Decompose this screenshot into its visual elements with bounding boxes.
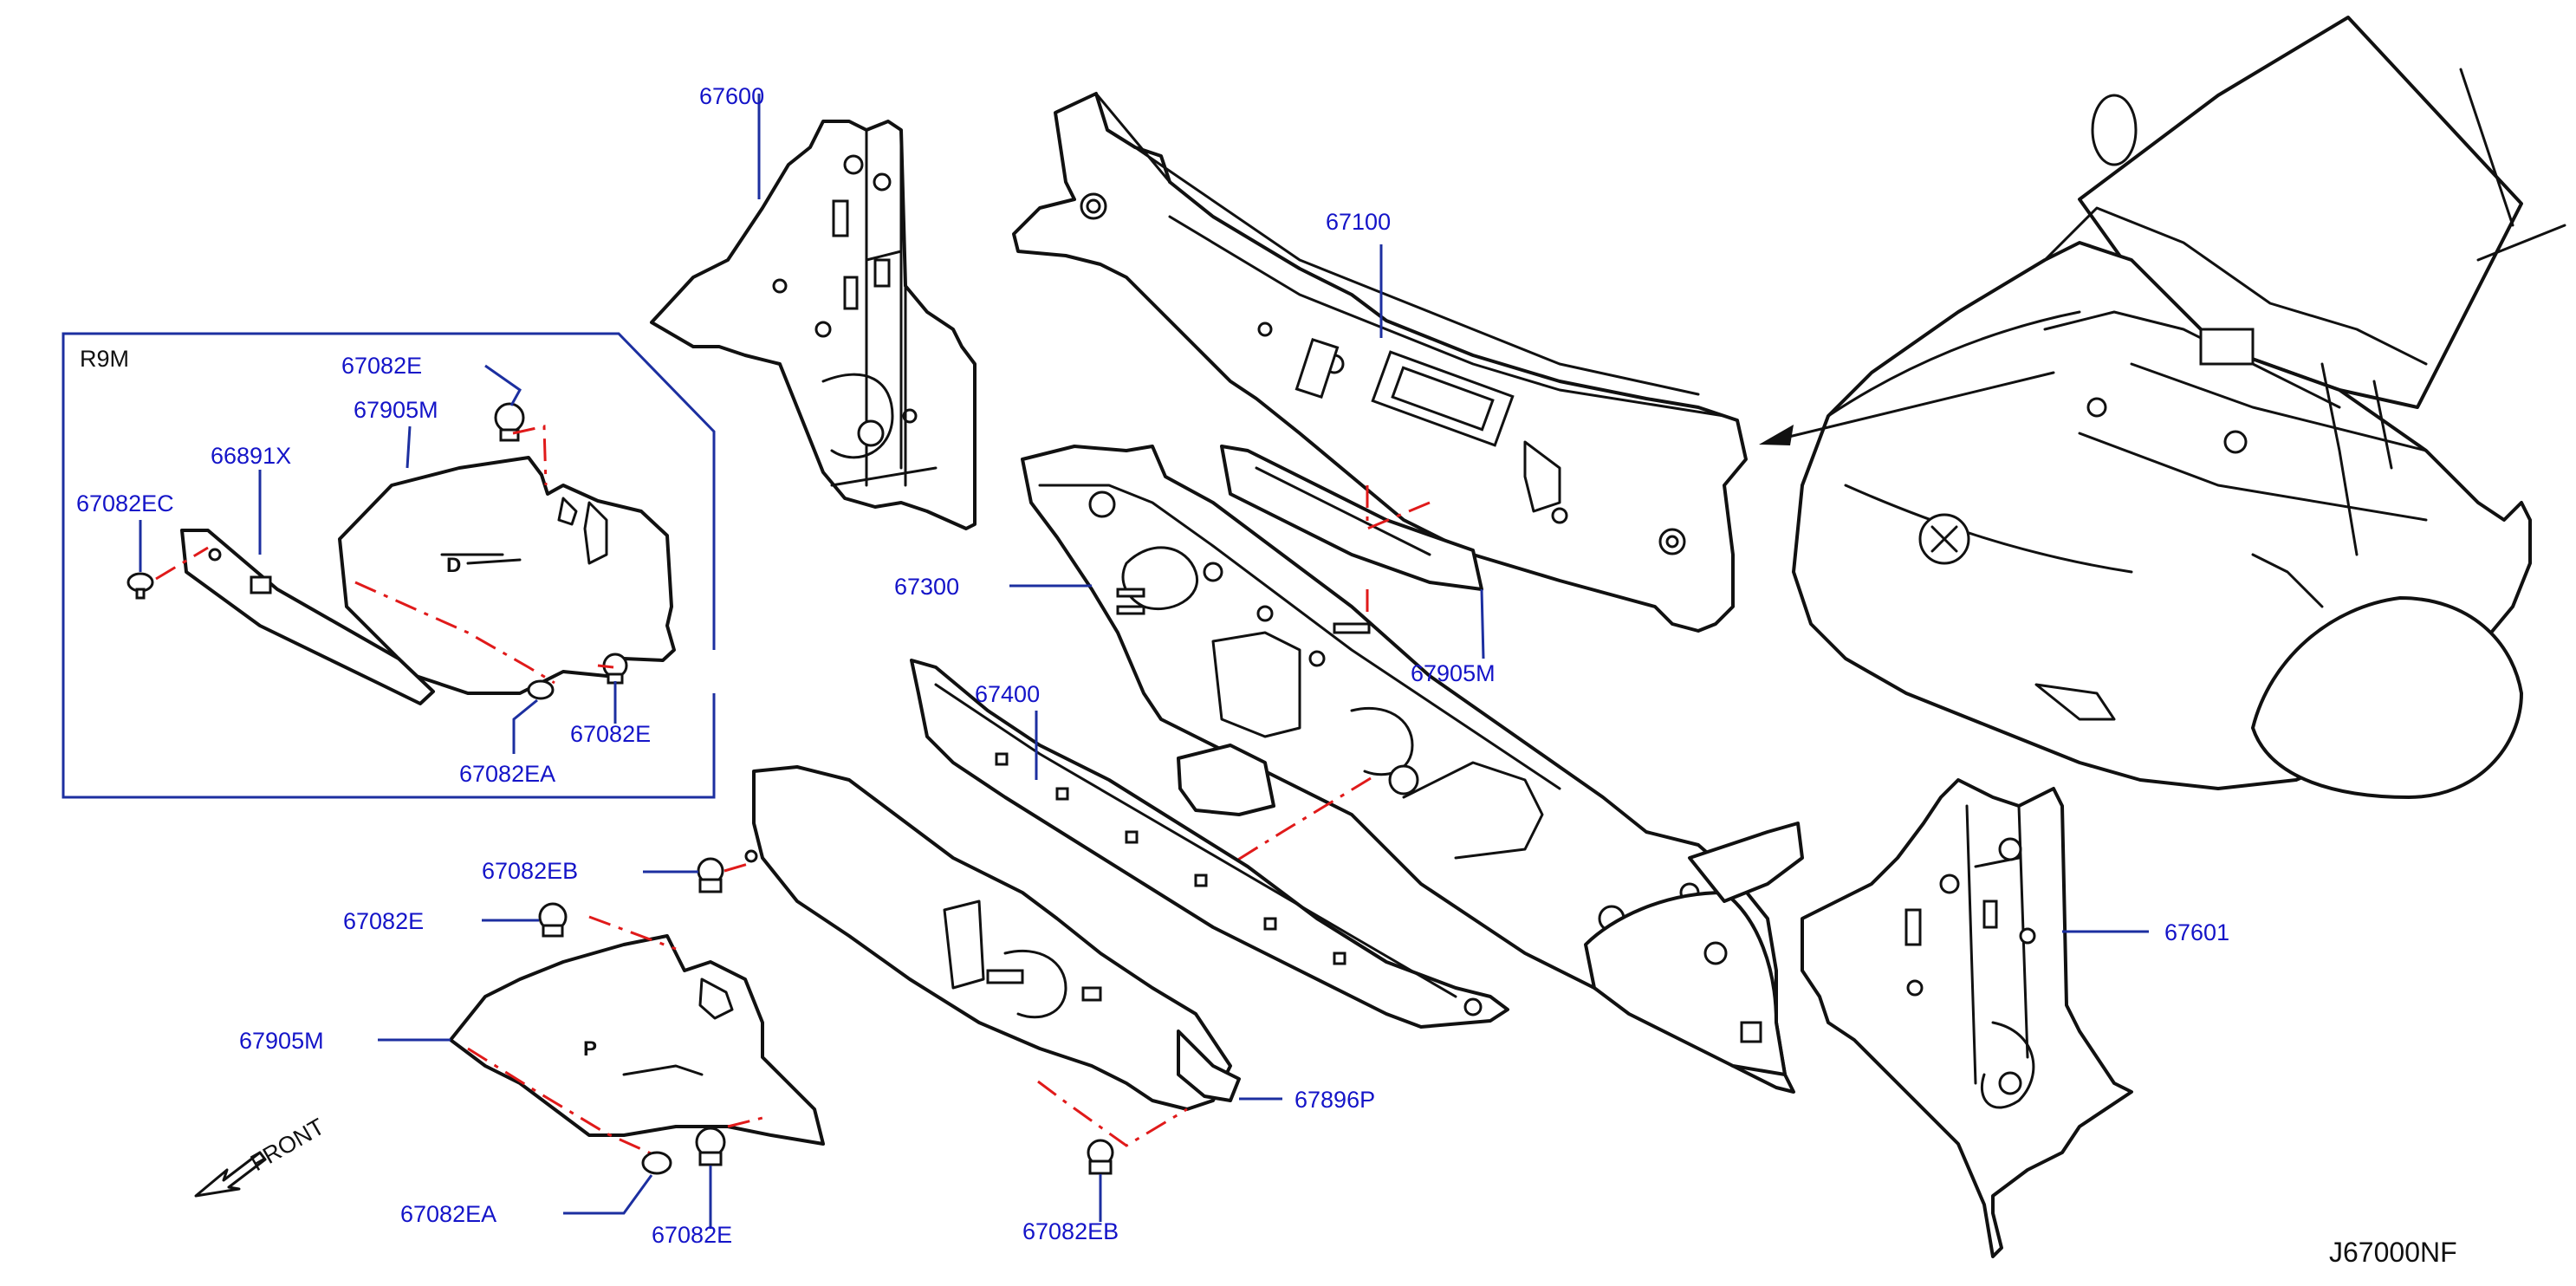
vehicle-overview — [1759, 16, 2566, 799]
label-67082e-lower: 67082E — [652, 1222, 732, 1248]
inset-label-67082e-top: 67082E — [341, 353, 422, 379]
front-arrow-icon — [194, 1151, 267, 1198]
label-67082e-left: 67082E — [343, 908, 424, 934]
label-67082ea: 67082EA — [400, 1201, 496, 1227]
inset-label-67082ea: 67082EA — [459, 761, 555, 787]
clip-67082e-left — [482, 902, 568, 938]
inset-clip-ea — [527, 679, 555, 700]
label-67300: 67300 — [894, 574, 959, 600]
label-67082eb-lower: 67082EB — [1022, 1218, 1119, 1244]
insulator-stamp-p: P — [583, 1037, 597, 1061]
label-67905m-lower: 67905M — [239, 1028, 324, 1054]
inset-variant-label: R9M — [80, 346, 129, 372]
label-67400: 67400 — [975, 681, 1040, 707]
clip-67082eb-lower — [1087, 1139, 1114, 1222]
part-dash-insulator-lower — [744, 765, 1282, 1147]
inset-bracket — [180, 529, 435, 705]
label-67082eb-upper: 67082EB — [482, 858, 578, 884]
inset-frame — [62, 332, 716, 799]
r9m-inset: R9M D — [62, 332, 716, 799]
insulator-stamp-d: D — [446, 554, 461, 577]
inset-clip-top — [494, 402, 525, 442]
part-67300-dash-panel — [1009, 445, 1804, 1094]
inset-label-67082e-bottom: 67082E — [570, 721, 651, 747]
part-67400-dash-lower — [910, 659, 1509, 1029]
inset-label-67082ec: 67082EC — [76, 490, 174, 516]
part-67600-left-pillar — [650, 94, 977, 530]
label-67905m-upper: 67905M — [1411, 660, 1496, 686]
label-67601: 67601 — [2164, 919, 2229, 945]
label-67100: 67100 — [1326, 209, 1391, 235]
front-label: FRONT — [246, 1114, 329, 1176]
location-arrow-head — [1759, 425, 1794, 445]
inset-dash-insulator — [338, 456, 676, 695]
part-67905m-strip — [1220, 445, 1485, 659]
part-67100-cowl-top — [1012, 92, 1748, 633]
diagram-code: J67000NF — [2329, 1237, 2457, 1268]
inset-label-66891x: 66891X — [211, 443, 291, 469]
clip-67082eb-upper — [643, 857, 755, 893]
inset-clip-left — [127, 572, 154, 600]
label-67896p: 67896P — [1294, 1087, 1375, 1113]
part-67601-right-pillar — [1801, 778, 2149, 1258]
inset-clip-bottom — [602, 653, 628, 685]
clip-67082e-lower — [695, 1127, 726, 1229]
clip-67082ea-lower — [563, 1151, 672, 1215]
part-67905m-lower: P — [378, 915, 825, 1159]
location-arrow — [1766, 371, 2055, 444]
front-indicator: FRONT — [194, 1114, 329, 1198]
label-67600: 67600 — [699, 83, 764, 109]
inset-label-67905m: 67905M — [354, 397, 438, 423]
